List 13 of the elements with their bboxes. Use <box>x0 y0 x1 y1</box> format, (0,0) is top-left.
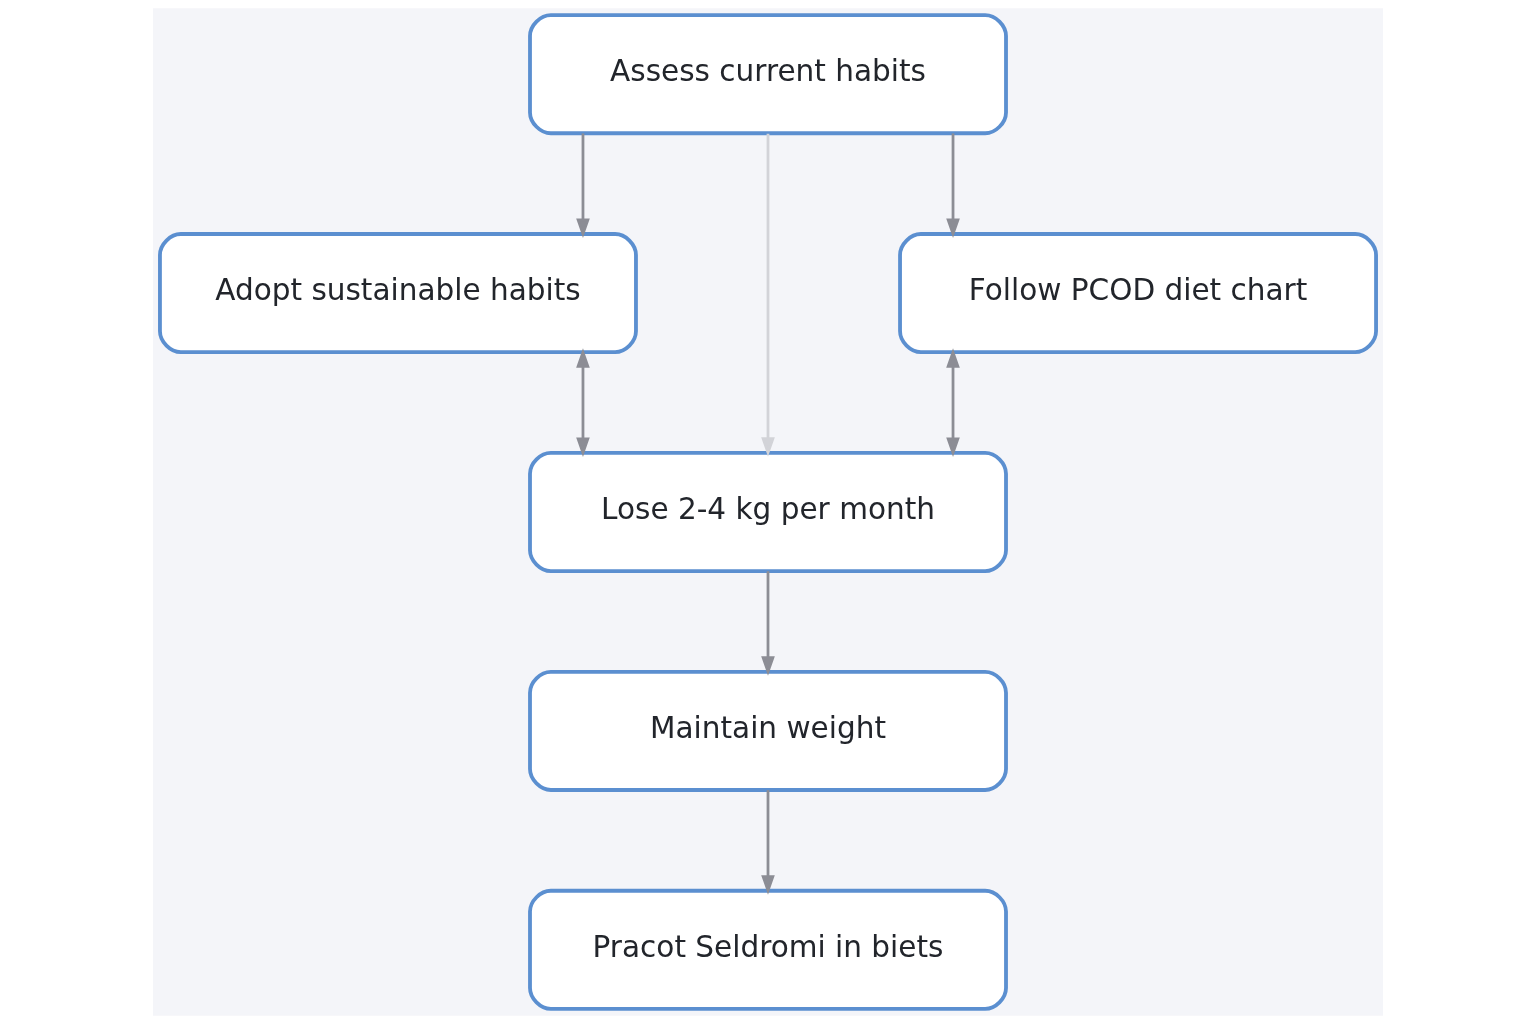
node-box: Follow PCOD diet chart <box>898 232 1378 355</box>
arrow <box>576 348 590 457</box>
node-box: Assess current habits <box>528 13 1008 136</box>
node-box: Maintain weight <box>528 669 1008 792</box>
arrow <box>946 133 960 239</box>
arrow <box>761 133 775 457</box>
node-box: Pracot Seldromi in biets <box>528 888 1008 1011</box>
node-box: Lose 2-4 kg per month <box>528 451 1008 573</box>
arrow <box>946 348 960 457</box>
arrow <box>576 133 590 239</box>
arrow <box>761 571 775 676</box>
arrow <box>761 790 775 895</box>
node-box: Adopt sustainable habits <box>158 232 638 355</box>
